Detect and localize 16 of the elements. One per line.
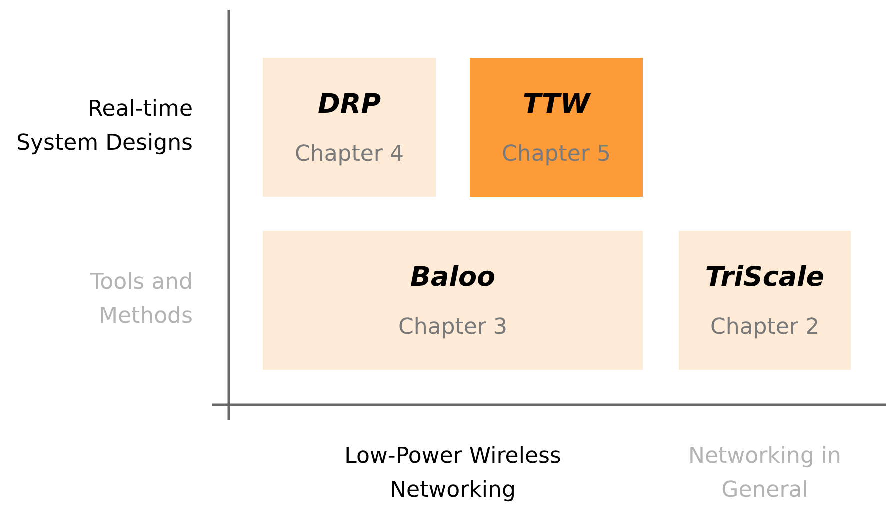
chapter-label: Chapter 2 <box>710 314 820 340</box>
column-axis-label: Networking in General <box>688 443 842 505</box>
topic-box <box>263 58 436 197</box>
chapter-label: Chapter 5 <box>502 142 611 166</box>
system-name: TriScale <box>705 262 825 292</box>
column-axis-label: Low-Power Wireless Networking <box>344 443 562 505</box>
chapter-label: Chapter 3 <box>398 314 508 340</box>
topic-box <box>263 231 643 370</box>
system-name: Baloo <box>410 262 496 292</box>
topic-box <box>470 58 643 197</box>
topic-box <box>679 231 851 370</box>
chapter-label: Chapter 4 <box>295 142 404 166</box>
row-axis-label: Real-time System Designs <box>16 96 193 158</box>
system-name: DRP <box>318 88 381 120</box>
system-name: TTW <box>522 88 590 120</box>
row-axis-label: Tools and Methods <box>89 269 193 331</box>
